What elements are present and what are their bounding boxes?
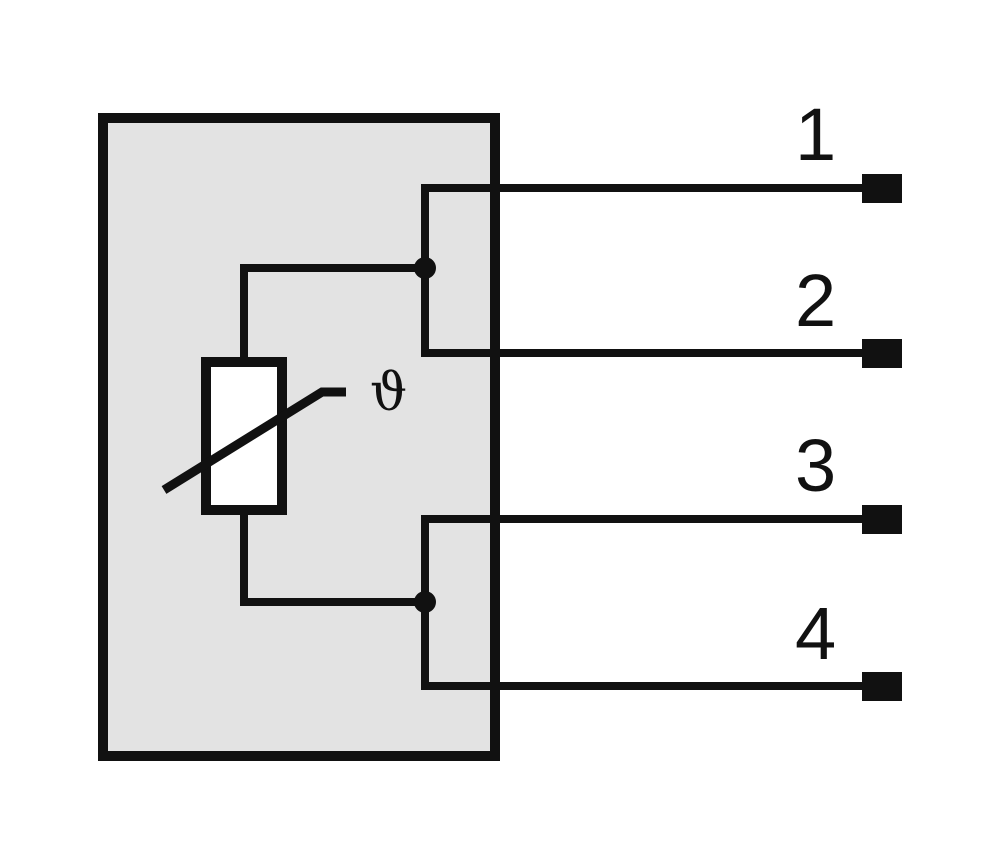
upper-junction-dot bbox=[414, 257, 436, 279]
pin-4-label: 4 bbox=[795, 592, 836, 675]
sensor-housing bbox=[98, 113, 500, 761]
temperature-symbol: ϑ bbox=[370, 363, 407, 423]
pin-3-label: 3 bbox=[795, 424, 836, 507]
pin-4-terminal bbox=[862, 672, 902, 701]
resistor-top-lead bbox=[240, 264, 429, 362]
pin-2-terminal bbox=[862, 339, 902, 368]
pin-1-terminal bbox=[862, 174, 902, 203]
resistor-bottom-lead bbox=[240, 508, 429, 606]
pin-1-label: 1 bbox=[795, 93, 836, 176]
thermistor-variable-arrow bbox=[161, 387, 346, 494]
lower-junction-dot bbox=[414, 591, 436, 613]
pin-3-terminal bbox=[862, 505, 902, 534]
pin-2-label: 2 bbox=[795, 259, 836, 342]
